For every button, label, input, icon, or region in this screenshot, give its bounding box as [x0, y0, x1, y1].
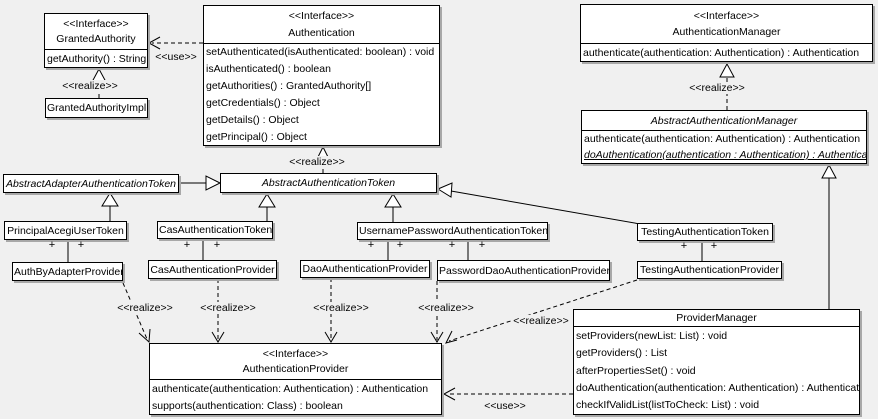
class-name: AuthenticationManager — [672, 26, 781, 39]
edge-use-authentication-grantedauthority — [147, 36, 203, 50]
stereotype: <<Interface>> — [63, 17, 129, 30]
class-testing-authentication-provider: TestingAuthenticationProvider — [637, 261, 782, 279]
method: getDetails() : Object — [206, 113, 299, 126]
class-abstract-authentication-manager: AbstractAuthenticationManager authentica… — [581, 110, 867, 164]
edge-use-provider-manager — [442, 387, 573, 401]
edge-generalization-abstract-adapter-token — [179, 175, 222, 191]
method: checkIfValidList(listToCheck: List) : vo… — [576, 399, 760, 412]
method: getCredentials() : Object — [206, 96, 320, 109]
edge-generalization-username-password-token — [384, 193, 402, 222]
class-abstract-authentication-token: AbstractAuthenticationToken — [220, 173, 437, 193]
class-granted-authority: <<Interface>> GrantedAuthority getAuthor… — [44, 13, 148, 68]
stereotype: <<Interface>> — [262, 347, 329, 360]
class-name: ProviderManager — [676, 312, 757, 324]
edge-label-realize-at: <<realize>> — [287, 156, 347, 168]
class-username-password-authentication-token: UsernamePasswordAuthenticationToken — [357, 222, 548, 240]
edge-label-realize-p3: <<realize>> — [311, 302, 371, 314]
edge-label-realize-p4: <<realize>> — [416, 302, 476, 314]
class-granted-authority-impl: GrantedAuthorityImpl — [45, 98, 148, 118]
class-principal-acegi-user-token: PrincipalAcegiUserToken — [4, 221, 127, 240]
method: authenticate(authentication: Authenticat… — [152, 382, 429, 395]
plus-mark: + — [680, 240, 688, 252]
class-name: GrantedAuthorityImpl — [47, 102, 147, 114]
class-name: AbstractAdapterAuthenticationToken — [5, 177, 177, 190]
plus-mark: + — [183, 239, 191, 251]
method: getAuthority() : String — [47, 52, 147, 65]
class-name: DaoAuthenticationProvider — [302, 263, 428, 275]
class-name: Authentication — [288, 26, 355, 39]
edge-generalization-cas-token — [258, 193, 276, 221]
method: getPrincipal() : Object — [206, 130, 307, 143]
class-cas-authentication-token: CasAuthenticationToken — [157, 221, 273, 239]
class-name: PrincipalAcegiUserToken — [7, 224, 124, 237]
method: setAuthenticated(isAuthenticated: boolea… — [206, 46, 435, 59]
class-password-dao-authentication-provider: PasswordDaoAuthenticationProvider — [437, 260, 610, 281]
method: getAuthorities() : GrantedAuthority[] — [206, 80, 372, 93]
class-name: TestingAuthenticationToken — [641, 226, 769, 238]
edge-label-realize-p2: <<realize>> — [198, 302, 258, 314]
edge-label-use-bottom: <<use>> — [482, 400, 528, 412]
edge-realize-testing-provider — [445, 279, 638, 344]
edge-generalization-principal-acegi-user-token — [101, 192, 119, 221]
class-name: TestingAuthenticationProvider — [640, 264, 779, 276]
plus-mark: + — [213, 239, 221, 251]
class-cas-authentication-provider: CasAuthenticationProvider — [148, 260, 277, 279]
class-testing-authentication-token: TestingAuthenticationToken — [637, 223, 773, 241]
method: authenticate(authentication: Authenticat… — [583, 46, 860, 59]
edge-label-realize-ga: <<realize>> — [60, 80, 120, 92]
edge-label-realize-p1: <<realize>> — [115, 302, 175, 314]
edge-label-use-top: <<use>> — [153, 51, 199, 63]
method: supports(authentication: Class) : boolea… — [152, 399, 343, 412]
class-name: PasswordDaoAuthenticationProvider — [439, 264, 609, 277]
class-name: GrantedAuthority — [56, 33, 136, 46]
plus-mark: + — [48, 239, 56, 251]
edge-generalization-provider-manager — [821, 163, 837, 309]
class-name: AuthByAdapterProvider — [14, 265, 122, 278]
class-name: UsernamePasswordAuthenticationToken — [359, 225, 547, 237]
class-auth-by-adapter-provider: AuthByAdapterProvider — [12, 262, 123, 281]
stereotype: <<Interface>> — [693, 9, 760, 22]
method: doAuthentication(authentication : Authen… — [584, 149, 866, 161]
class-name: CasAuthenticationProvider — [150, 263, 275, 276]
method: doAuthentication(authentication: Authent… — [576, 381, 859, 394]
class-name: AbstractAuthenticationToken — [261, 177, 396, 189]
method: getProviders() : List — [576, 347, 668, 360]
plus-mark: + — [396, 239, 404, 251]
class-name: AuthenticationProvider — [242, 363, 349, 376]
method: isAuthenticated() : boolean — [206, 63, 331, 76]
class-abstract-adapter-authentication-token: AbstractAdapterAuthenticationToken — [3, 174, 179, 193]
class-name: AbstractAuthenticationManager — [650, 114, 798, 127]
class-provider-manager: ProviderManager setProviders(newList: Li… — [573, 309, 860, 415]
class-authentication-manager: <<Interface>> AuthenticationManager auth… — [580, 4, 873, 62]
class-name: CasAuthenticationToken — [159, 224, 272, 236]
class-authentication-provider: <<Interface>> AuthenticationProvider aut… — [149, 343, 442, 415]
class-authentication: <<Interface>> Authentication setAuthenti… — [203, 5, 440, 146]
method: setProviders(newList: List) : void — [576, 329, 728, 342]
edge-label-realize-p5: <<realize>> — [511, 315, 571, 327]
plus-mark: + — [478, 239, 486, 251]
plus-mark: + — [367, 239, 375, 251]
method: afterPropertiesSet() : void — [576, 364, 696, 377]
plus-mark: + — [448, 239, 456, 251]
edge-label-realize-am: <<realize>> — [687, 82, 747, 94]
edge-generalization-testing-token — [436, 182, 641, 225]
method: authenticate(authentication: Authenticat… — [584, 133, 861, 145]
class-dao-authentication-provider: DaoAuthenticationProvider — [300, 260, 430, 278]
plus-mark: + — [77, 239, 85, 251]
plus-mark: + — [710, 240, 718, 252]
stereotype: <<Interface>> — [288, 10, 355, 23]
